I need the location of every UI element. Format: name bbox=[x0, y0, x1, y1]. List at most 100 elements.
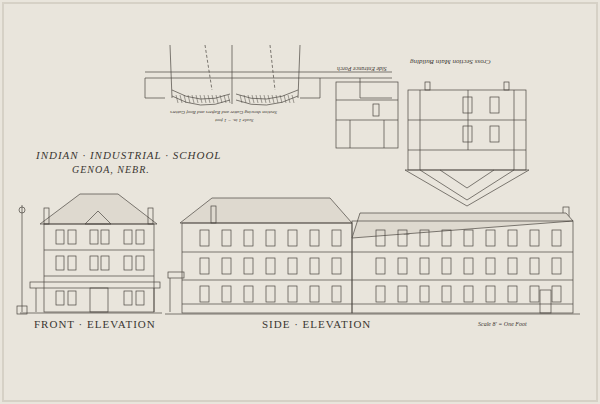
window bbox=[68, 230, 76, 244]
window bbox=[266, 230, 275, 246]
hatch-line bbox=[284, 95, 286, 103]
window bbox=[244, 230, 253, 246]
window bbox=[420, 286, 429, 302]
hatch-line bbox=[248, 95, 250, 103]
window bbox=[464, 230, 473, 246]
hatch-line bbox=[208, 95, 210, 103]
window bbox=[56, 256, 64, 270]
window bbox=[442, 286, 451, 302]
window bbox=[332, 258, 341, 274]
window bbox=[136, 230, 144, 244]
window bbox=[310, 286, 319, 302]
detail-label: Cross Section Main Building bbox=[410, 58, 491, 65]
window bbox=[486, 258, 495, 274]
window bbox=[376, 230, 385, 246]
window bbox=[376, 258, 385, 274]
hatch-line bbox=[268, 95, 270, 103]
window bbox=[68, 256, 76, 270]
window bbox=[90, 256, 98, 270]
cross-section bbox=[405, 82, 529, 206]
window bbox=[56, 230, 64, 244]
window bbox=[310, 230, 319, 246]
hatch-line bbox=[260, 95, 262, 103]
window bbox=[200, 230, 209, 246]
window bbox=[420, 258, 429, 274]
window bbox=[530, 230, 539, 246]
hatch-line bbox=[276, 95, 278, 103]
location-label: GENOA, NEBR. bbox=[72, 165, 150, 175]
hatch-line bbox=[196, 95, 198, 103]
hatch-line bbox=[184, 95, 186, 103]
window bbox=[200, 286, 209, 302]
window bbox=[332, 286, 341, 302]
hatch-line bbox=[212, 95, 214, 103]
window bbox=[222, 258, 231, 274]
window bbox=[398, 286, 407, 302]
window bbox=[552, 230, 561, 246]
window bbox=[288, 286, 297, 302]
window bbox=[222, 286, 231, 302]
window bbox=[464, 286, 473, 302]
scale-note: Scale 1 in. = 1 foot bbox=[215, 118, 253, 123]
front-elevation bbox=[17, 194, 162, 314]
window bbox=[398, 258, 407, 274]
window bbox=[288, 258, 297, 274]
hatch-line bbox=[216, 95, 218, 103]
detail-label: Section showing Gutter and Rafters and R… bbox=[170, 110, 277, 115]
window bbox=[124, 291, 132, 305]
hatch-line bbox=[224, 95, 226, 103]
window bbox=[266, 286, 275, 302]
window bbox=[56, 291, 64, 305]
front-windows bbox=[56, 230, 144, 305]
window bbox=[288, 230, 297, 246]
window bbox=[552, 286, 561, 302]
hatch-line bbox=[252, 95, 254, 103]
view-label: SIDE · ELEVATION bbox=[262, 319, 371, 330]
window bbox=[200, 258, 209, 274]
window bbox=[90, 230, 98, 244]
hatch-line bbox=[176, 95, 178, 103]
gutter-detail bbox=[145, 45, 392, 105]
window bbox=[244, 258, 253, 274]
window bbox=[552, 258, 561, 274]
hatch-line bbox=[272, 95, 274, 103]
side-elevation bbox=[165, 198, 580, 314]
window bbox=[420, 230, 429, 246]
window bbox=[266, 258, 275, 274]
hatch-line bbox=[200, 95, 202, 103]
window bbox=[136, 291, 144, 305]
hatch-line bbox=[220, 95, 222, 103]
window bbox=[332, 230, 341, 246]
detail-label: Side Entrance Porch bbox=[337, 66, 387, 72]
hatch-line bbox=[256, 95, 258, 103]
window bbox=[124, 230, 132, 244]
porch-section bbox=[336, 82, 398, 148]
hatch-line bbox=[264, 95, 266, 103]
hatch-line bbox=[228, 95, 230, 103]
window bbox=[508, 286, 517, 302]
window bbox=[101, 256, 109, 270]
paper-edge bbox=[3, 3, 597, 401]
window bbox=[508, 230, 517, 246]
hatch-line bbox=[292, 95, 294, 103]
scale-note: Scale 8' = One Foot bbox=[478, 321, 527, 327]
hatching bbox=[176, 95, 294, 103]
window bbox=[376, 286, 385, 302]
window bbox=[530, 286, 539, 302]
window bbox=[398, 230, 407, 246]
hatch-line bbox=[192, 95, 194, 103]
window bbox=[442, 258, 451, 274]
window bbox=[310, 258, 319, 274]
hatch-line bbox=[288, 95, 290, 103]
window bbox=[464, 258, 473, 274]
window bbox=[486, 230, 495, 246]
side-windows bbox=[200, 230, 561, 313]
window bbox=[244, 286, 253, 302]
window bbox=[530, 258, 539, 274]
hatch-line bbox=[280, 95, 282, 103]
hatch-line bbox=[240, 95, 242, 103]
